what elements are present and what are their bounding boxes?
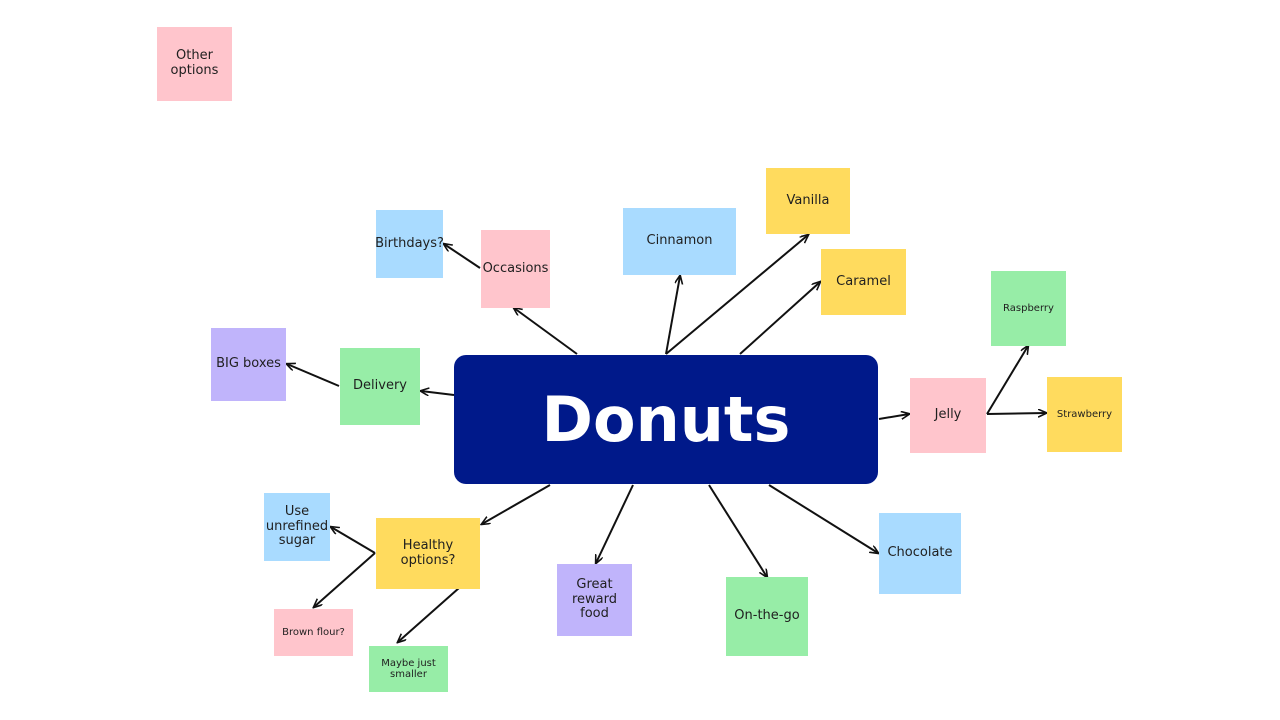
note-occasions[interactable]: Occasions [481, 230, 550, 308]
arrow-occasions-birthdays [444, 244, 481, 269]
note-brown-flour[interactable]: Brown flour? [274, 609, 353, 656]
note-delivery[interactable]: Delivery [340, 348, 420, 425]
arrow-healthy-smaller [398, 587, 460, 642]
note-vanilla[interactable]: Vanilla [766, 168, 850, 234]
arrow-donuts-delivery [421, 391, 455, 396]
arrow-jelly-strawberry [986, 413, 1046, 414]
note-on-the-go[interactable]: On-the-go [726, 577, 808, 656]
note-birthdays[interactable]: Birthdays? [375, 210, 444, 278]
arrow-jelly-raspberry [986, 346, 1028, 415]
arrow-donuts-healthy [482, 484, 551, 524]
note-strawberry[interactable]: Strawberry [1047, 377, 1122, 452]
note-other-options[interactable]: Other options [157, 27, 232, 101]
note-raspberry[interactable]: Raspberry [991, 271, 1066, 346]
note-great-reward-food[interactable]: Great reward food [557, 564, 632, 636]
arrow-donuts-cinnamon [665, 276, 680, 355]
arrow-donuts-reward [596, 484, 634, 563]
note-unrefined-sugar[interactable]: Use unrefined sugar [264, 493, 330, 561]
arrow-donuts-onthego [708, 484, 767, 577]
arrow-healthy-sugar [331, 527, 376, 554]
note-jelly[interactable]: Jelly [910, 378, 986, 453]
note-cinnamon[interactable]: Cinnamon [623, 208, 736, 275]
note-caramel[interactable]: Caramel [821, 249, 906, 315]
note-big-boxes[interactable]: BIG boxes [211, 328, 286, 401]
arrow-donuts-occasions [514, 308, 578, 355]
arrow-delivery-bigboxes [287, 364, 340, 387]
arrow-donuts-jelly [878, 414, 909, 420]
arrow-donuts-caramel [739, 282, 820, 355]
arrow-healthy-brownflour [314, 552, 376, 607]
arrow-donuts-chocolate [768, 484, 878, 553]
note-healthy-options[interactable]: Healthy options? [376, 518, 480, 589]
central-topic[interactable]: Donuts [454, 355, 878, 484]
note-maybe-smaller[interactable]: Maybe just smaller [369, 646, 448, 692]
note-chocolate[interactable]: Chocolate [879, 513, 961, 594]
